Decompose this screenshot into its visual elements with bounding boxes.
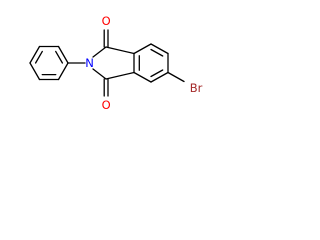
benzo-ring — [133, 43, 169, 83]
chemical-structure-diagram: O O N Br — [29, 13, 203, 113]
carbonyl-bonds — [103, 29, 109, 97]
nitrogen-label: N — [85, 56, 94, 70]
oxygen-label-bottom: O — [102, 98, 111, 112]
bond — [29, 45, 41, 64]
bond — [57, 62, 69, 81]
double-bond-inner — [150, 69, 164, 78]
bond — [57, 45, 69, 64]
bond — [133, 71, 152, 83]
double-bond-inner — [150, 48, 164, 57]
bond — [150, 71, 169, 83]
bond-n-carbonyl-bottom — [92, 68, 107, 80]
bond — [150, 43, 169, 55]
bond-c-br — [167, 71, 185, 83]
imide-ring — [92, 46, 135, 80]
double-bond-inner — [34, 50, 43, 64]
oxygen-label-top: O — [102, 14, 111, 28]
bond — [105, 71, 135, 80]
bond-n-carbonyl-top — [92, 46, 107, 58]
double-bond-inner — [55, 50, 64, 64]
atom-labels: O O N Br — [85, 13, 203, 113]
bromine-label: Br — [190, 81, 203, 95]
bond — [133, 43, 152, 55]
phenyl-ring — [29, 45, 69, 81]
bond — [29, 62, 41, 81]
bond — [105, 46, 135, 55]
